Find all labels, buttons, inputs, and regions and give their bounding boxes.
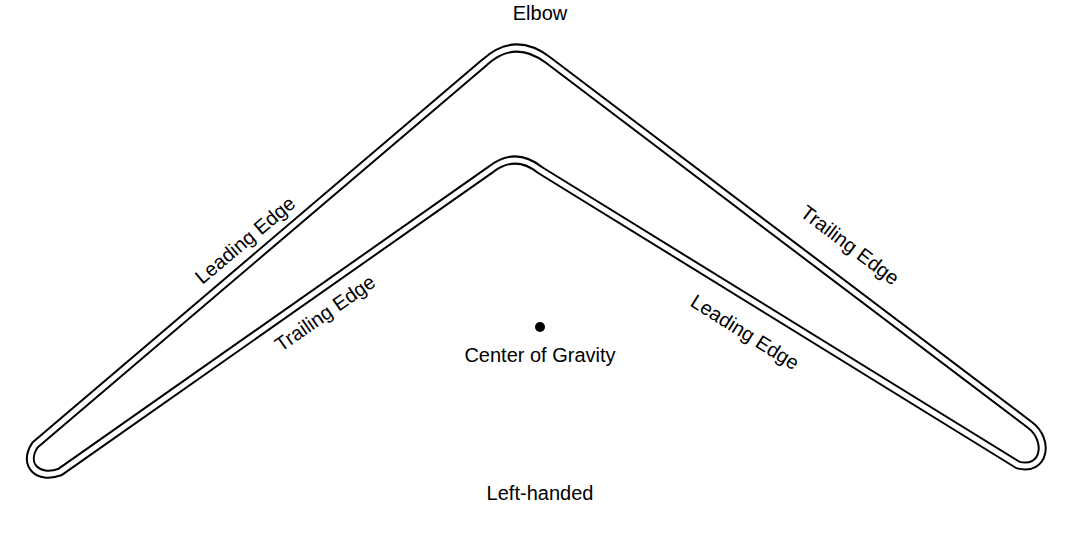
part-label: Elbow bbox=[513, 2, 567, 24]
center-dot bbox=[535, 322, 545, 332]
edge-label: Trailing Edge bbox=[797, 201, 904, 289]
note-label: Left-handed bbox=[487, 482, 594, 504]
boomerang-outline-inner bbox=[30, 48, 1042, 474]
point-label: Center of Gravity bbox=[464, 344, 615, 366]
edge-label: Leading Edge bbox=[191, 192, 300, 288]
boomerang-outline bbox=[30, 48, 1042, 474]
edge-label: Leading Edge bbox=[687, 290, 803, 374]
